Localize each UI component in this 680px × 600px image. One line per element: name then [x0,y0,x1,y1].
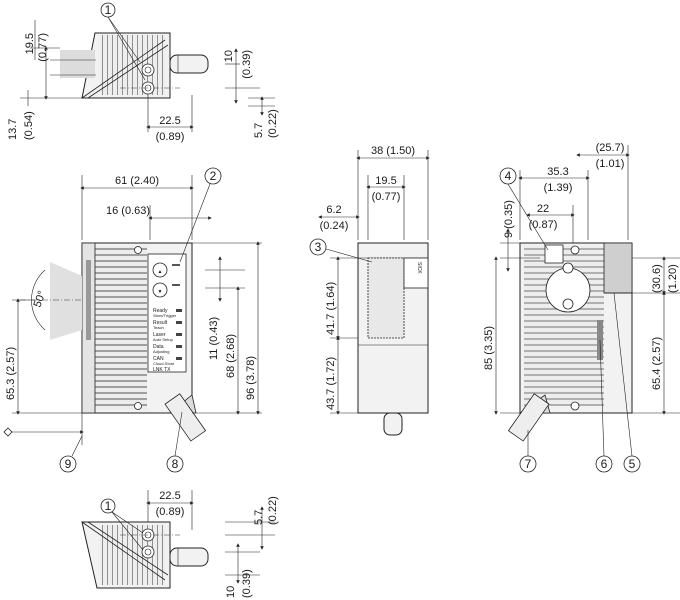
top-low: 13.7 [7,119,19,140]
callout-2: 2 [210,169,217,183]
rear-w1-in: (1.01) [596,158,625,170]
callout-9: 9 [65,457,72,471]
side-w2: 19.5 [375,175,396,187]
front-w: 61 (2.40) [115,175,159,187]
rear-w3-in: (0.87) [529,219,558,231]
top-h: 19.5 [24,33,36,54]
side-w3-in: (0.24) [320,220,349,232]
rear-w2-in: (1.39) [544,182,573,194]
front-h3: 68 (2.68) [225,334,237,378]
panel-result-sub: Teach [153,325,164,330]
rear-view: (25.7) (1.01) 35.3 (1.39) 22 (0.87) 9 (0… [483,142,680,473]
rear-h2: 85 (3.35) [483,326,495,370]
bot-r-in: (0.22) [267,496,279,525]
top-w: 22.5 [159,115,180,127]
side-view: 38 (1.50) 19.5 (0.77) 6.2 (0.24) SICK 41… [309,145,430,436]
top-view: 19.5 (0.77) 10 (0.39) 13.7 (0.54) 22.5 (… [7,2,279,143]
panel-result: Result [153,320,168,326]
bottom-view: 22.5 (0.89) 5.7 (0.22) 10 (0.39) 1 [81,490,279,598]
bot-w: 22.5 [159,490,180,502]
top-r-in: (0.22) [267,109,279,138]
rear-h3-in: (1.20) [667,264,679,293]
callout-3: 3 [315,240,322,254]
rear-h1: 9 (0.35) [503,200,515,238]
front-h1: 65.3 (2.57) [5,347,17,400]
rear-w3: 22 [537,203,549,215]
bot-conn-in: (0.39) [241,569,253,598]
svg-text:▼: ▼ [158,289,163,295]
callout-6: 6 [601,457,608,471]
rear-h4: 65.4 (2.57) [651,337,663,390]
callout-7: 7 [525,457,532,471]
front-w2: 16 (0.63) [106,205,150,217]
panel-lnk: LNK TX [153,367,171,373]
front-angle: 50° [32,289,49,309]
panel-data: Data [153,344,164,350]
bot-conn: 10 [225,586,237,598]
rear-h3: (30.6) [651,264,663,293]
panel-laser-sub: Auto Setup [153,337,174,342]
svg-text:▲: ▲ [158,269,163,275]
side-w: 38 (1.50) [371,145,415,157]
front-view: 61 (2.40) 16 (0.63) ▲ ▼ Ready Store/Trig… [3,167,262,473]
front-h4: 96 (3.78) [245,356,257,400]
callout-1-bottom: 1 [105,499,112,513]
top-conn-in: (0.39) [241,50,253,79]
panel-can-sub: Cloud-Store [153,361,175,366]
callout-5: 5 [629,457,636,471]
panel-ready: Ready [153,308,168,314]
bot-r: 5.7 [253,510,265,525]
callout-1: 1 [105,3,112,17]
top-w-in: (0.89) [156,131,185,143]
top-h-in: (0.77) [37,33,49,62]
top-conn: 10 [223,50,235,62]
side-brand: SICK [416,262,422,274]
panel-laser: Laser [153,332,166,338]
top-low-in: (0.54) [23,111,35,140]
side-h1: 41.7 (1.64) [325,282,337,335]
side-h2: 43.7 (1.72) [325,357,337,410]
bot-w-in: (0.89) [156,506,185,518]
side-w2-in: (0.77) [372,191,401,203]
rear-w1: (25.7) [596,142,625,154]
panel-ready-sub: Store/Trigger [153,313,177,318]
front-h2: 11 (0.43) [208,317,220,360]
panel-can: CAN [153,356,164,362]
callout-8: 8 [172,457,179,471]
panel-data-sub: Adjusting [153,349,169,354]
side-w3: 6.2 [326,204,341,216]
rear-w2: 35.3 [547,166,568,178]
callout-4: 4 [505,169,512,183]
top-r: 5.7 [253,123,265,138]
